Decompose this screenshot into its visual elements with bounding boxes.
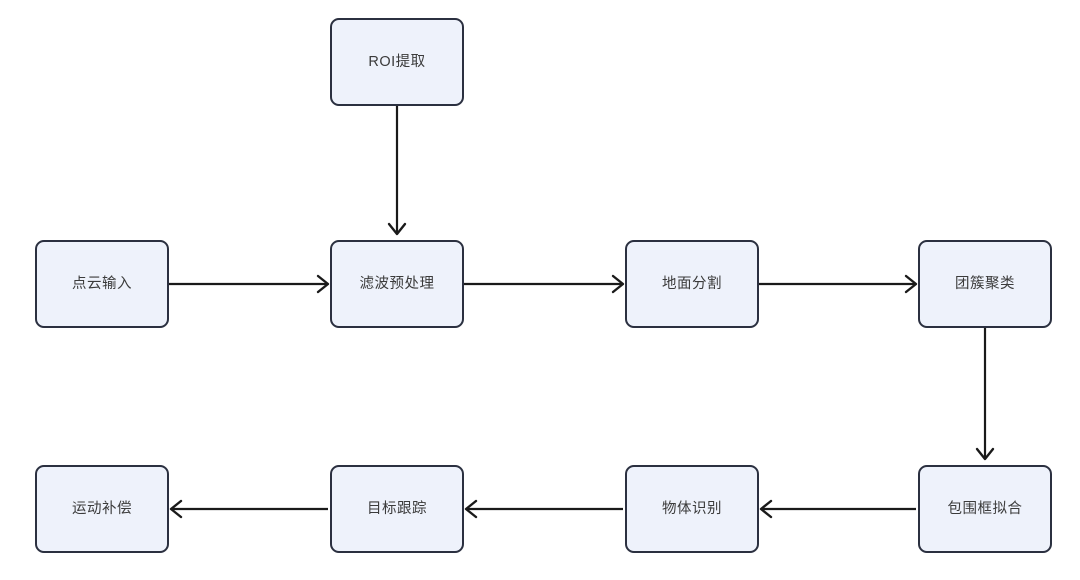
edge-cluster-to-bbox	[975, 328, 995, 461]
node-filter-preprocessing[interactable]: 滤波预处理	[330, 240, 464, 328]
edge-input-to-filter	[169, 274, 330, 294]
edge-ground-to-cluster	[759, 274, 918, 294]
node-object-recognition[interactable]: 物体识别	[625, 465, 759, 553]
node-ground-segmentation[interactable]: 地面分割	[625, 240, 759, 328]
node-label: 目标跟踪	[367, 500, 427, 517]
node-label: 物体识别	[662, 500, 722, 517]
node-point-cloud-input[interactable]: 点云输入	[35, 240, 169, 328]
node-label: 滤波预处理	[359, 275, 435, 292]
edge-bbox-to-recognize	[759, 499, 916, 519]
edge-roi-to-filter	[387, 106, 407, 236]
node-bounding-box-fitting[interactable]: 包围框拟合	[918, 465, 1052, 553]
node-target-tracking[interactable]: 目标跟踪	[330, 465, 464, 553]
node-motion-compensation[interactable]: 运动补偿	[35, 465, 169, 553]
node-label: 包围框拟合	[947, 500, 1023, 517]
node-roi-extraction[interactable]: ROI提取	[330, 18, 464, 106]
node-label: 地面分割	[662, 275, 722, 292]
node-label: 运动补偿	[72, 500, 132, 517]
edge-filter-to-ground	[464, 274, 625, 294]
edge-recognize-to-track	[464, 499, 623, 519]
node-label: ROI提取	[368, 53, 426, 70]
edge-track-to-motion	[169, 499, 328, 519]
node-cluster-clustering[interactable]: 团簇聚类	[918, 240, 1052, 328]
node-label: 团簇聚类	[955, 275, 1015, 292]
node-label: 点云输入	[72, 275, 132, 292]
